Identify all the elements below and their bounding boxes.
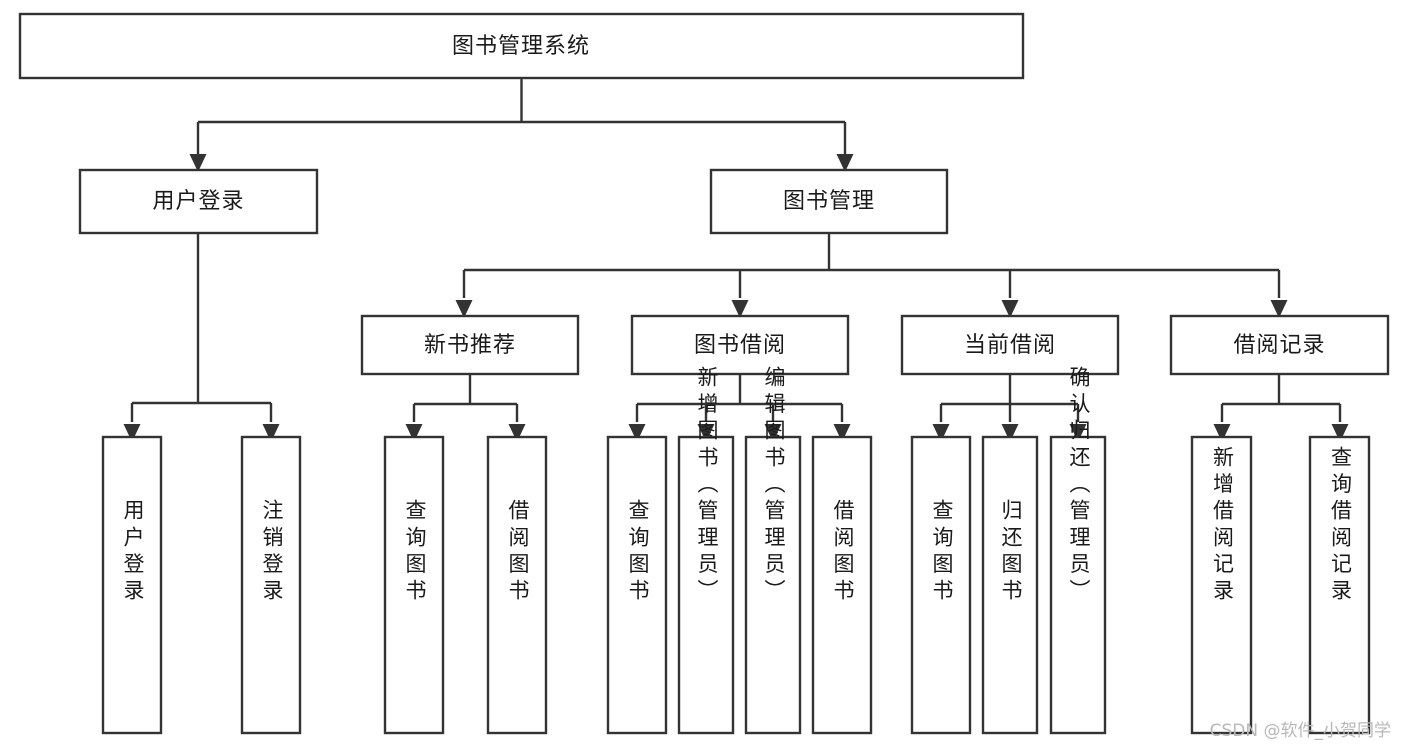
node-user-login-label: 用户登录 [152,189,244,214]
node-current-borrow-label: 当前借阅 [964,333,1056,358]
node-book-borrow[interactable]: 图书借阅 [630,314,850,376]
node-leaf-borrow-book-2-label: 借阅图书 [831,499,855,606]
node-current-borrow[interactable]: 当前借阅 [900,314,1120,376]
node-leaf-confirm-return-label: 确认归还（管理员） [1067,366,1091,606]
node-new-book-recommend[interactable]: 新书推荐 [360,314,580,376]
node-leaf-add-record[interactable]: 新增借阅记录 [1190,435,1253,735]
node-new-book-recommend-label: 新书推荐 [424,333,516,358]
node-leaf-add-book-label: 新增图书（管理员） [695,366,719,606]
node-leaf-query-book-2-label: 查询图书 [626,499,650,606]
node-book-management-label: 图书管理 [783,189,875,214]
connector-book-management-to-level3 [455,233,1288,318]
node-root[interactable]: 图书管理系统 [18,12,1025,80]
node-leaf-query-record-label: 查询借阅记录 [1329,446,1353,606]
connector-new-book-recommend-to-leaves [405,374,526,442]
node-leaf-borrow-book-2[interactable]: 借阅图书 [811,435,873,735]
node-borrow-record[interactable]: 借阅记录 [1169,314,1390,376]
csdn-watermark: CSDN @软件_小贺同学 [1209,721,1391,741]
node-leaf-query-record[interactable]: 查询借阅记录 [1308,435,1371,735]
connector-book-borrow-to-leaves [628,374,851,442]
node-leaf-return-book-label: 归还图书 [999,499,1023,606]
node-leaf-edit-book-label: 编辑图书（管理员） [762,366,786,606]
node-leaf-user-login-label: 用户登录 [121,499,145,606]
node-book-management[interactable]: 图书管理 [709,168,949,235]
node-leaf-user-login[interactable]: 用户登录 [101,435,163,735]
node-leaf-query-book-2[interactable]: 查询图书 [606,435,668,735]
node-leaf-query-book-3-label: 查询图书 [930,499,954,606]
node-leaf-confirm-return[interactable]: 确认归还（管理员） [1049,366,1107,735]
node-user-login[interactable]: 用户登录 [78,168,319,235]
node-leaf-add-book[interactable]: 新增图书（管理员） [677,366,735,735]
connector-current-borrow-to-leaves [932,374,1087,442]
node-root-label: 图书管理系统 [452,34,590,59]
node-leaf-logout-login-label: 注销登录 [260,499,284,606]
node-leaf-query-book-1[interactable]: 查询图书 [383,435,445,735]
connector-root-to-level2 [189,78,854,172]
connector-user-login-to-leaves [123,233,280,442]
connector-borrow-record-to-leaves [1213,374,1349,442]
node-leaf-query-book-3[interactable]: 查询图书 [910,435,972,735]
node-leaf-query-book-1-label: 查询图书 [403,499,427,606]
node-book-borrow-label: 图书借阅 [694,333,786,358]
node-leaf-return-book[interactable]: 归还图书 [981,435,1039,735]
node-leaf-borrow-book-1[interactable]: 借阅图书 [486,435,548,735]
node-borrow-record-label: 借阅记录 [1233,333,1325,358]
node-leaf-borrow-book-1-label: 借阅图书 [506,499,530,606]
node-leaf-logout-login[interactable]: 注销登录 [240,435,302,735]
node-leaf-add-record-label: 新增借阅记录 [1211,446,1235,606]
node-leaf-edit-book[interactable]: 编辑图书（管理员） [744,366,802,735]
